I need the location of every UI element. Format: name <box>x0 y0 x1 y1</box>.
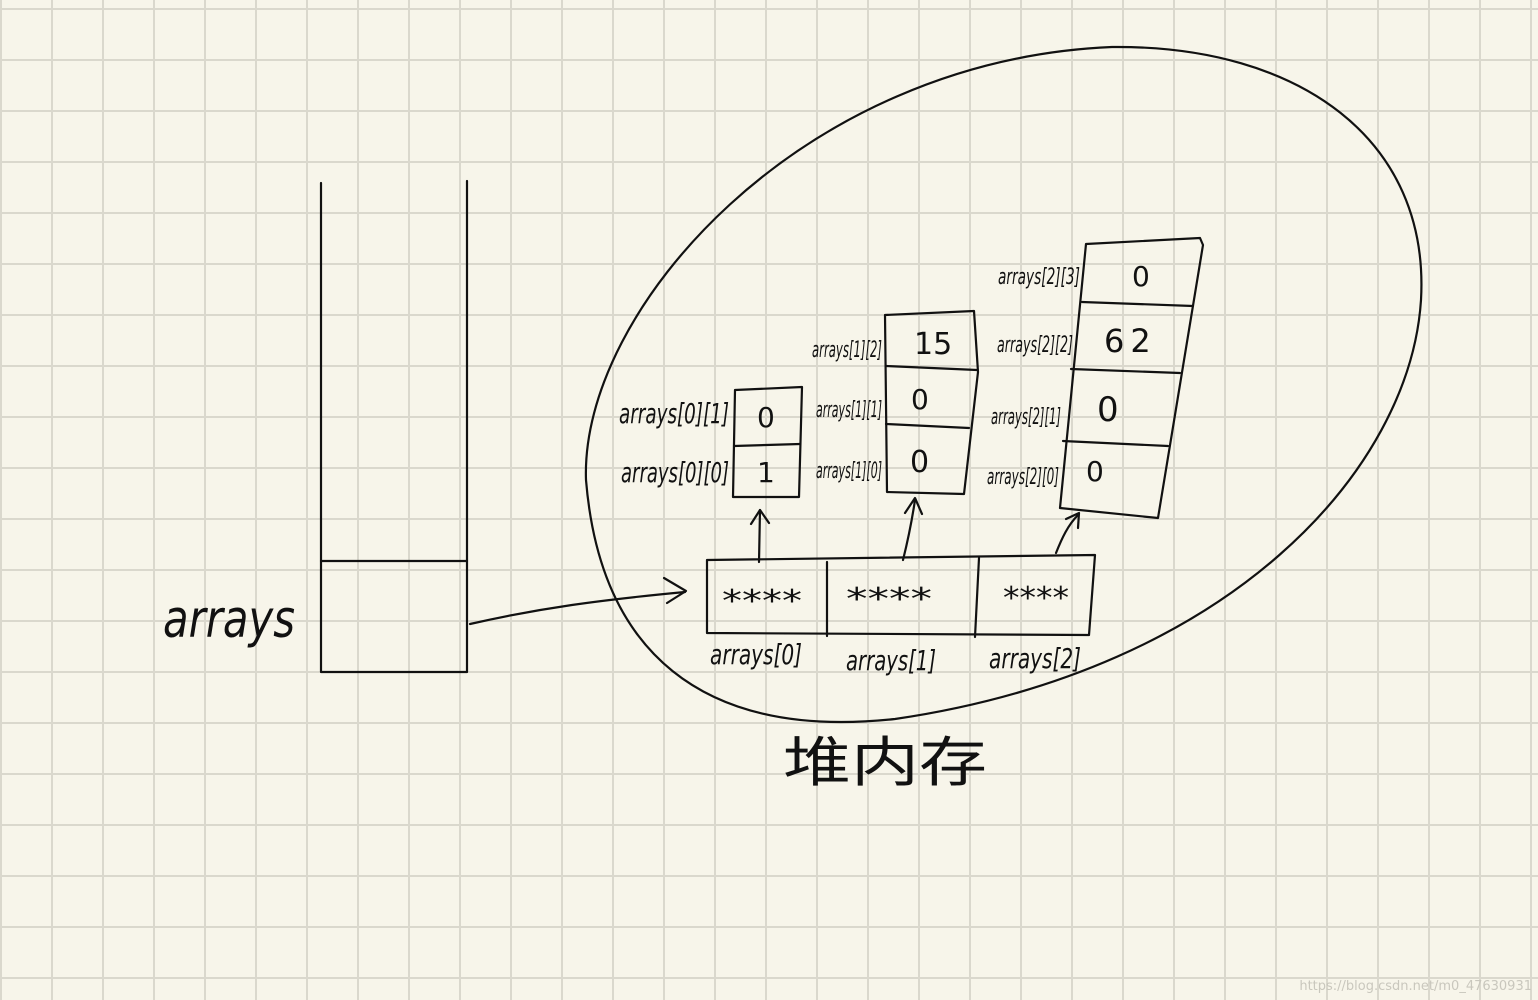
outer-cell-0-value: **** <box>722 584 802 619</box>
heap-region-ellipse <box>584 45 1423 724</box>
inner-pointer-arrows <box>749 496 1081 564</box>
outer-array: **** **** **** arrays[0] arrays[1] array… <box>705 553 1097 677</box>
inner-2-cell-0-label: arrays[2][0] <box>987 465 1059 490</box>
inner-1-cell-1-label: arrays[1][1] <box>816 398 882 423</box>
inner-2-cell-1-value: 0 <box>1097 390 1119 430</box>
inner-array-0-box <box>731 385 804 499</box>
inner-array-0: 0 1 arrays[0][1] arrays[0][0] <box>619 385 804 499</box>
heap-title: 堆内存 <box>783 731 987 794</box>
outer-cell-0-label: arrays[0] <box>710 638 802 671</box>
stack-variable-label: arrays <box>163 590 295 650</box>
inner-array-1: 15 0 0 arrays[1][2] arrays[1][1] arrays[… <box>812 309 980 496</box>
inner-array-1-divider-1 <box>884 364 979 372</box>
outer-array-divider-2 <box>973 556 981 639</box>
inner-2-cell-3-value: 0 <box>1132 260 1150 293</box>
inner-array-2-divider-3 <box>1061 439 1170 448</box>
inner-array-2-box <box>1058 236 1205 520</box>
inner-array-1-divider-2 <box>884 422 971 430</box>
inner-2-cell-1-label: arrays[2][1] <box>991 405 1061 430</box>
inner-1-cell-2-value: 15 <box>914 327 952 362</box>
inner-1-cell-0-value: 0 <box>910 445 929 480</box>
inner-2-cell-3-label: arrays[2][3] <box>998 265 1080 290</box>
outer-cell-1-value: **** <box>846 582 932 617</box>
pointer-arrow-1 <box>901 498 917 562</box>
outer-array-box <box>705 553 1097 637</box>
stack-to-heap-arrow <box>468 576 688 626</box>
inner-array-2: 0 62 0 0 arrays[2][3] arrays[2][2] array… <box>987 236 1205 520</box>
inner-array-1-box <box>883 309 980 496</box>
pointer-arrow-2 <box>1054 513 1080 555</box>
inner-1-cell-1-value: 0 <box>911 383 929 416</box>
stack-outline <box>319 179 469 674</box>
inner-2-cell-2-label: arrays[2][2] <box>997 333 1073 358</box>
inner-2-cell-2-value: 62 <box>1104 322 1157 360</box>
inner-0-cell-1-value: 0 <box>757 401 775 434</box>
inner-array-2-divider-1 <box>1080 300 1195 308</box>
inner-0-cell-0-label: arrays[0][0] <box>621 456 729 489</box>
pointer-arrow-0 <box>757 508 762 564</box>
inner-0-cell-0-value: 1 <box>757 456 775 489</box>
outer-cell-1-label: arrays[1] <box>846 644 936 677</box>
inner-0-cell-1-label: arrays[0][1] <box>619 397 729 430</box>
inner-1-cell-0-label: arrays[1][0] <box>816 459 882 484</box>
inner-array-2-divider-2 <box>1069 367 1182 375</box>
inner-1-cell-2-label: arrays[1][2] <box>812 338 882 363</box>
outer-cell-2-label: arrays[2] <box>989 642 1081 675</box>
outer-cell-2-value: **** <box>1003 581 1069 616</box>
watermark-url: https://blog.csdn.net/m0_47630931 <box>1299 979 1532 994</box>
stack-frame: arrays <box>163 179 469 674</box>
inner-array-0-divider <box>732 442 802 448</box>
inner-2-cell-0-value: 0 <box>1086 455 1104 488</box>
